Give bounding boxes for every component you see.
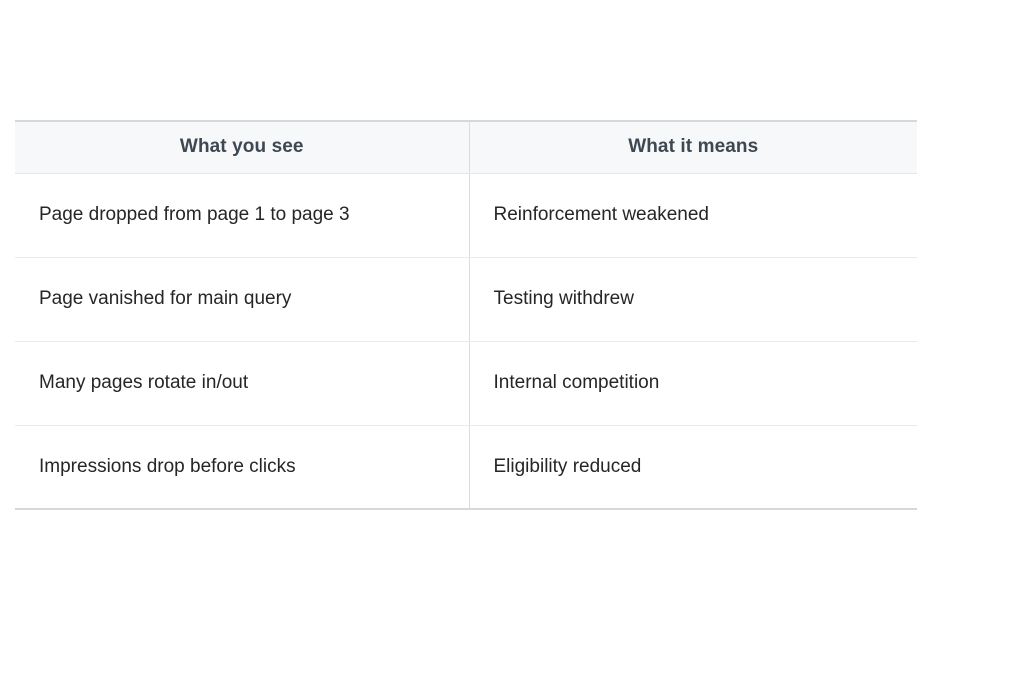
table-row: Page dropped from page 1 to page 3 Reinf… [15,173,917,258]
cell-what-it-means: Testing withdrew [468,257,917,342]
table-header: What you see What it means [15,120,917,174]
cell-what-it-means: Internal competition [468,341,917,426]
table-body: Page dropped from page 1 to page 3 Reinf… [15,173,917,510]
cell-what-you-see: Page dropped from page 1 to page 3 [15,173,469,258]
comparison-table: What you see What it means Page dropped … [15,120,917,510]
table-row: Page vanished for main query Testing wit… [15,257,917,342]
comparison-table-container: What you see What it means Page dropped … [15,120,917,510]
cell-what-you-see: Many pages rotate in/out [15,341,469,426]
cell-what-you-see: Impressions drop before clicks [15,425,469,510]
cell-what-it-means: Reinforcement weakened [468,173,917,258]
cell-what-it-means: Eligibility reduced [468,425,917,510]
cell-what-you-see: Page vanished for main query [15,257,469,342]
column-header-what-you-see: What you see [15,120,469,174]
table-row: Impressions drop before clicks Eligibili… [15,425,917,510]
column-header-what-it-means: What it means [468,120,917,174]
table-row: Many pages rotate in/out Internal compet… [15,341,917,426]
table-header-row: What you see What it means [15,120,917,174]
